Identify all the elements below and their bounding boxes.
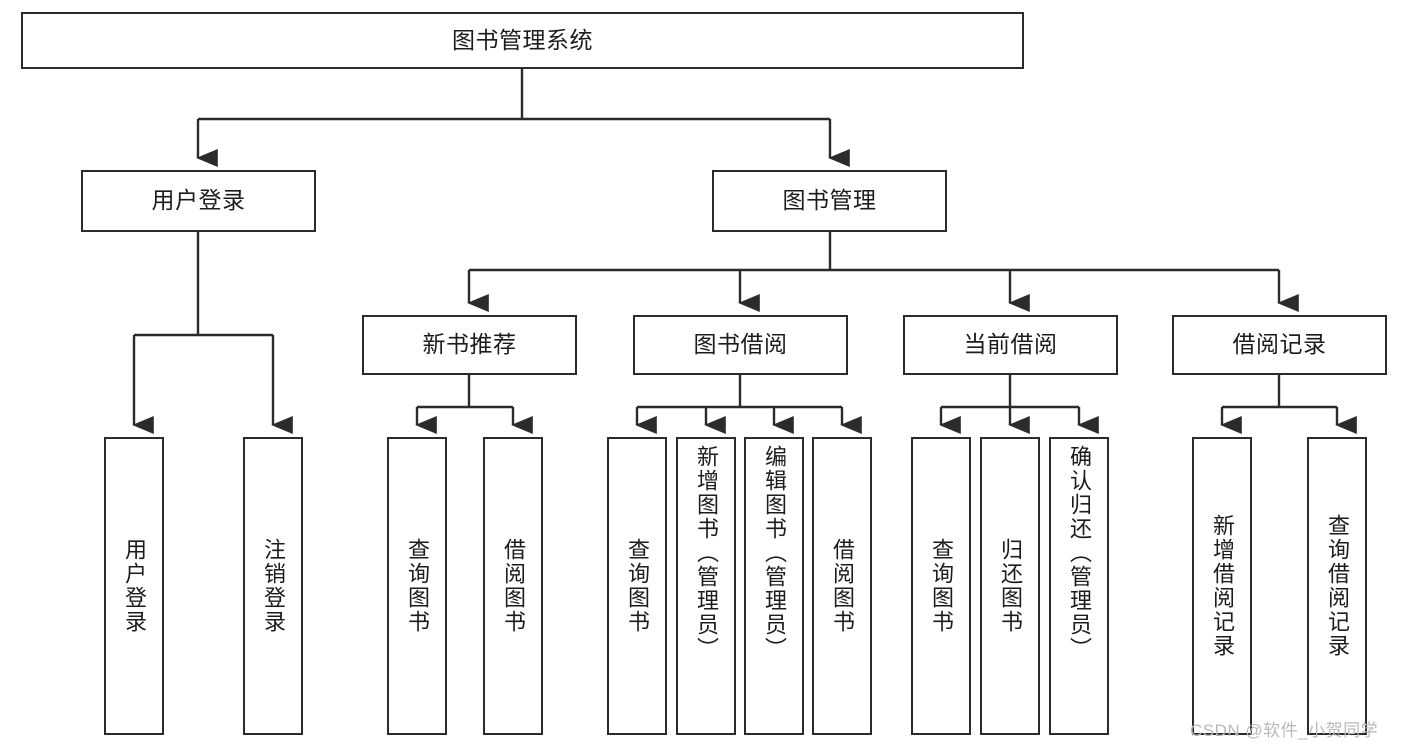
node-leaf-add-borrow-record[interactable]: 新增借阅记录	[1192, 437, 1252, 735]
node-leaf-query-borrow-record[interactable]: 查询借阅记录	[1307, 437, 1367, 735]
node-leaf-query-book-new[interactable]: 查询图书	[387, 437, 447, 735]
node-label: 新书推荐	[422, 331, 517, 358]
node-label: 借阅记录	[1232, 331, 1327, 358]
node-label: 查询图书	[405, 538, 430, 634]
node-leaf-borrow-book-new[interactable]: 借阅图书	[483, 437, 543, 735]
node-current-borrowing[interactable]: 当前借阅	[903, 315, 1118, 375]
node-book-management[interactable]: 图书管理	[712, 170, 947, 232]
node-new-book-recommendation[interactable]: 新书推荐	[362, 315, 577, 375]
node-label: 用户登录	[122, 538, 147, 634]
node-leaf-query-book-borrow[interactable]: 查询图书	[607, 437, 667, 735]
node-leaf-return-book[interactable]: 归还图书	[980, 437, 1040, 735]
node-label: 新增图书（管理员）	[694, 445, 719, 661]
node-borrow-records[interactable]: 借阅记录	[1172, 315, 1387, 375]
node-leaf-logout[interactable]: 注销登录	[243, 437, 303, 735]
node-label: 编辑图书（管理员）	[762, 445, 787, 661]
node-label: 借阅图书	[830, 538, 855, 634]
node-label: 图书管理系统	[452, 26, 593, 53]
watermark: CSDN @软件_小贺同学	[1190, 721, 1379, 740]
node-label: 借阅图书	[501, 538, 526, 634]
node-label: 注销登录	[261, 538, 286, 634]
node-label: 归还图书	[998, 538, 1023, 634]
node-label: 图书管理	[782, 187, 877, 214]
node-label: 查询图书	[625, 538, 650, 634]
node-label: 用户登录	[151, 187, 246, 214]
node-leaf-borrow-book[interactable]: 借阅图书	[812, 437, 872, 735]
node-label: 查询图书	[929, 538, 954, 634]
node-leaf-add-book-admin[interactable]: 新增图书（管理员）	[676, 437, 736, 735]
node-book-borrowing[interactable]: 图书借阅	[633, 315, 848, 375]
node-leaf-confirm-return-admin[interactable]: 确认归还（管理员）	[1049, 437, 1109, 735]
node-label: 图书借阅	[693, 331, 788, 358]
node-label: 查询借阅记录	[1325, 514, 1350, 658]
node-leaf-edit-book-admin[interactable]: 编辑图书（管理员）	[744, 437, 804, 735]
node-label: 新增借阅记录	[1210, 514, 1235, 658]
node-leaf-user-login[interactable]: 用户登录	[104, 437, 164, 735]
node-root-book-management-system[interactable]: 图书管理系统	[21, 12, 1024, 69]
node-user-login[interactable]: 用户登录	[81, 170, 316, 232]
node-label: 当前借阅	[963, 331, 1058, 358]
node-label: 确认归还（管理员）	[1067, 445, 1092, 661]
node-leaf-query-book-current[interactable]: 查询图书	[911, 437, 971, 735]
